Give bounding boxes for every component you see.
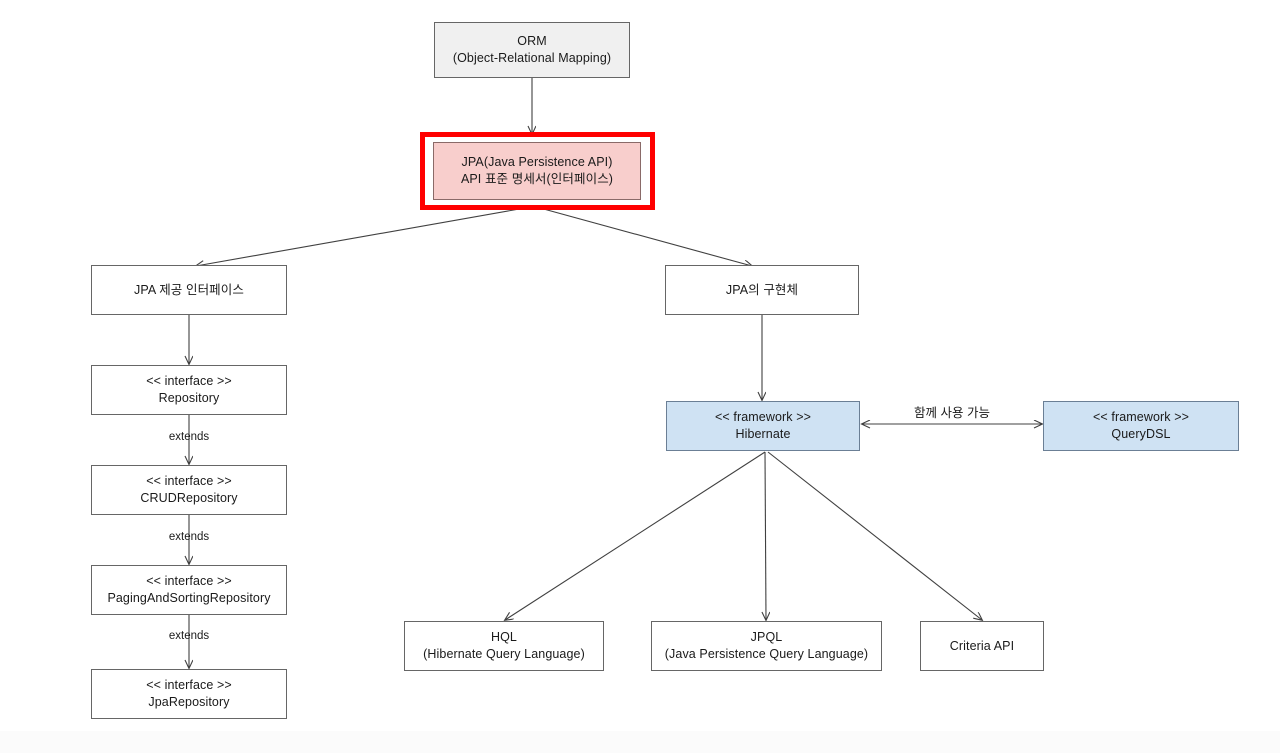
node-hql-line2: (Hibernate Query Language) [423,647,585,661]
node-crud-repository[interactable]: << interface >> CRUDRepository [91,465,287,515]
connector-hibernate-to-jpql [765,451,766,620]
node-querydsl[interactable]: << framework >> QueryDSL [1043,401,1239,451]
node-jpa-line2: API 표준 명세서(인터페이스) [460,172,614,186]
connector-hibernate-to-hql [505,451,766,620]
node-querydsl-line2: QueryDSL [1111,427,1171,441]
node-jpa-interfaces[interactable]: JPA 제공 인터페이스 [91,265,287,315]
edge-label-extends-1: extends [168,431,210,443]
edge-label-extends-2: extends [168,531,210,543]
node-crud-repository-line1: << interface >> [146,474,232,489]
node-hql-line1: HQL [490,630,517,645]
node-jpa-line1: JPA(Java Persistence API) [461,155,613,170]
edge-label-extends-3: extends [168,630,210,642]
node-jpql-line2: (Java Persistence Query Language) [664,647,869,661]
node-jpa-repository-line2: JpaRepository [148,695,230,709]
node-repository[interactable]: << interface >> Repository [91,365,287,415]
node-jpa-impl[interactable]: JPA의 구현체 [665,265,859,315]
connector-jpa-to-interfaces [196,207,526,266]
node-hibernate[interactable]: << framework >> Hibernate [666,401,860,451]
node-jpql[interactable]: JPQL (Java Persistence Query Language) [651,621,882,671]
node-criteria-api-line1: Criteria API [949,638,1015,653]
node-jpql-line1: JPQL [750,630,783,645]
node-querydsl-line1: << framework >> [1093,410,1189,425]
node-crud-repository-line2: CRUDRepository [140,491,238,505]
node-hql[interactable]: HQL (Hibernate Query Language) [404,621,604,671]
connector-hibernate-to-criteria [767,451,982,620]
node-orm-line1: ORM [517,34,547,49]
node-paging-repository[interactable]: << interface >> PagingAndSortingReposito… [91,565,287,615]
node-jpa-impl-line1: JPA의 구현체 [725,282,799,297]
node-hibernate-line1: << framework >> [715,410,811,425]
node-jpa[interactable]: JPA(Java Persistence API) API 표준 명세서(인터페… [433,142,641,200]
node-jpa-interfaces-line1: JPA 제공 인터페이스 [134,282,244,297]
node-orm[interactable]: ORM (Object-Relational Mapping) [434,22,630,78]
node-repository-line1: << interface >> [146,374,232,389]
bottom-band [0,731,1280,753]
edge-label-together: 함께 사용 가능 [914,406,990,420]
connector-jpa-to-impl [539,207,752,266]
node-jpa-repository-line1: << interface >> [146,678,232,693]
node-repository-line2: Repository [158,391,220,405]
node-paging-repository-line1: << interface >> [146,574,232,589]
node-hibernate-line2: Hibernate [735,427,791,441]
node-criteria-api[interactable]: Criteria API [920,621,1044,671]
node-jpa-repository[interactable]: << interface >> JpaRepository [91,669,287,719]
jpa-highlight-frame [420,132,655,210]
node-paging-repository-line2: PagingAndSortingRepository [107,591,271,605]
node-orm-line2: (Object-Relational Mapping) [452,51,612,65]
